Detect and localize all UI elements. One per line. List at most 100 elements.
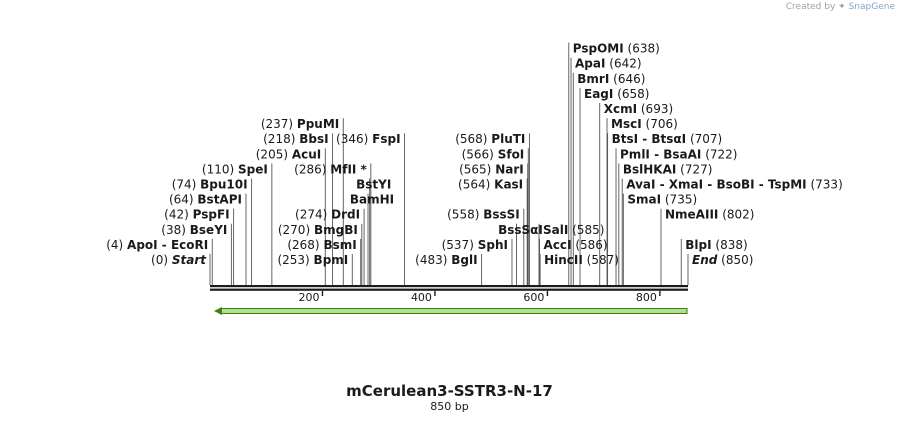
site-label-bpmi[interactable]: (253) BpmI [277,253,348,267]
site-enzyme-names: PluTI [491,132,525,146]
site-position: (727) [680,162,712,176]
site-label-avai[interactable]: AvaI - XmaI - BsoBI - TspMI (733) [626,178,843,192]
site-enzyme-names: SmaI [627,193,661,207]
site-label-end[interactable]: End (850) [692,253,753,267]
site-position: (286) [294,162,326,176]
site-enzyme-names: NmeAIII [665,208,718,222]
site-enzyme-names: BmrI [577,72,609,86]
site-enzyme-names: DrdI [331,208,360,222]
site-label-pluti[interactable]: (568) PluTI [455,132,525,146]
site-label-bmri[interactable]: BmrI (646) [577,72,645,86]
feature-arrow-head-icon [214,307,222,315]
site-position: (735) [665,193,697,207]
site-position: (253) [277,253,309,267]
site-enzyme-names: FspI [372,132,400,146]
site-label-drdi[interactable]: (274) DrdI [295,208,360,222]
site-label-ppumi[interactable]: (237) PpuMI [261,117,339,131]
site-position: (642) [609,57,641,71]
construct-title: mCerulean3-SSTR3-N-17 [346,382,553,400]
site-position: (38) [161,223,186,237]
site-label-bstyi[interactable]: BstYI [356,178,391,192]
site-label-start[interactable]: (0) Start [151,253,207,267]
site-position: (64) [169,193,194,207]
site-enzyme-names: SfoI [498,147,525,161]
site-position: (707) [690,132,722,146]
site-enzyme-names: KasI [494,178,523,192]
snapgene-credit: Created by ✦ SnapGene [786,2,895,12]
site-label-nmeaiii[interactable]: NmeAIII (802) [665,208,754,222]
site-label-bsssi[interactable]: (558) BssSI [447,208,520,222]
snapgene-logo-icon: ✦ [838,2,846,12]
site-label-bgli[interactable]: (483) BglI [415,253,477,267]
site-position: (838) [715,238,747,252]
site-position: (346) [336,132,368,146]
site-label-fspi[interactable]: (346) FspI [336,132,401,146]
site-enzyme-names: BpmI [314,253,349,267]
site-label-sali[interactable]: SalI (585) [543,223,604,237]
site-enzyme-names: EagI [584,87,613,101]
site-enzyme-names: XcmI [604,102,637,116]
site-enzyme-names: HincII [544,253,583,267]
site-position: (850) [721,253,753,267]
site-label-xcmi[interactable]: XcmI (693) [604,102,673,116]
site-label-mfii[interactable]: (286) MfII * [294,162,367,176]
site-position: (802) [722,208,754,222]
site-position: (706) [646,117,678,131]
site-label-eagi[interactable]: EagI (658) [584,87,649,101]
site-enzyme-names: PspOMI [573,42,624,56]
site-label-hincii[interactable]: HincII (587) [544,253,619,267]
site-label-bamhi[interactable]: BamHI [350,193,394,207]
ruler-tick-label: 400 [411,291,432,304]
site-position: (483) [415,253,447,267]
site-position: (274) [295,208,327,222]
site-position: (638) [628,42,660,56]
site-label-pspfi[interactable]: (42) PspFI [164,208,229,222]
site-enzyme-names: ApoI - EcoRI [127,238,208,252]
site-position: (585) [572,223,604,237]
ruler-tick-label: 600 [523,291,544,304]
site-label-acci[interactable]: AccI (586) [544,238,608,252]
ruler-tick-label: 200 [298,291,319,304]
site-position: (564) [458,178,490,192]
site-position: (205) [256,147,288,161]
site-label-sphi[interactable]: (537) SphI [442,238,508,252]
site-enzyme-names: MfII * [330,162,367,176]
site-label-apai[interactable]: ApaI (642) [575,57,642,71]
site-enzyme-names: PspFI [193,208,230,222]
site-label-sfoi[interactable]: (566) SfoI [462,147,525,161]
site-label-apoi[interactable]: (4) ApoI - EcoRI [106,238,208,252]
site-label-bbsi[interactable]: (218) BbsI [263,132,328,146]
site-position: (568) [455,132,487,146]
site-enzyme-names: PmlI - BsaAI [620,147,701,161]
site-enzyme-names: AvaI - XmaI - BsoBI - TspMI [626,178,806,192]
site-label-bslhkai[interactable]: BslHKAI (727) [623,162,713,176]
site-label-btsi[interactable]: BtsI - BtsαI (707) [612,132,723,146]
sequence-backbone [210,285,688,291]
site-label-blpi[interactable]: BlpI (838) [685,238,747,252]
feature-arrow-body [219,308,688,314]
site-label-nari[interactable]: (565) NarI [459,162,524,176]
site-enzyme-names: SpeI [238,162,268,176]
site-label-bpu10i[interactable]: (74) Bpu10I [172,178,248,192]
site-label-bmgbi[interactable]: (270) BmgBI [278,223,358,237]
site-label-spei[interactable]: (110) SpeI [202,162,268,176]
site-position: (270) [278,223,310,237]
site-label-kasi[interactable]: (564) KasI [458,178,523,192]
site-label-acui[interactable]: (205) AcuI [256,147,322,161]
site-label-smai[interactable]: SmaI (735) [627,193,697,207]
site-label-msci[interactable]: MscI (706) [611,117,678,131]
site-enzyme-names: BlpI [685,238,711,252]
site-label-pmli[interactable]: PmlI - BsaAI (722) [620,147,737,161]
site-position: (587) [587,253,619,267]
site-label-bsss-i[interactable]: BssSαI [498,223,543,237]
site-position: (537) [442,238,474,252]
site-position: (237) [261,117,293,131]
site-enzyme-names: Start [172,253,207,267]
site-label-bsmi[interactable]: (268) BsmI [287,238,356,252]
site-label-pspomi[interactable]: PspOMI (638) [573,42,660,56]
site-label-bseyi[interactable]: (38) BseYI [161,223,227,237]
site-label-bstapi[interactable]: (64) BstAPI [169,193,242,207]
site-position: (42) [164,208,189,222]
site-position: (110) [202,162,234,176]
